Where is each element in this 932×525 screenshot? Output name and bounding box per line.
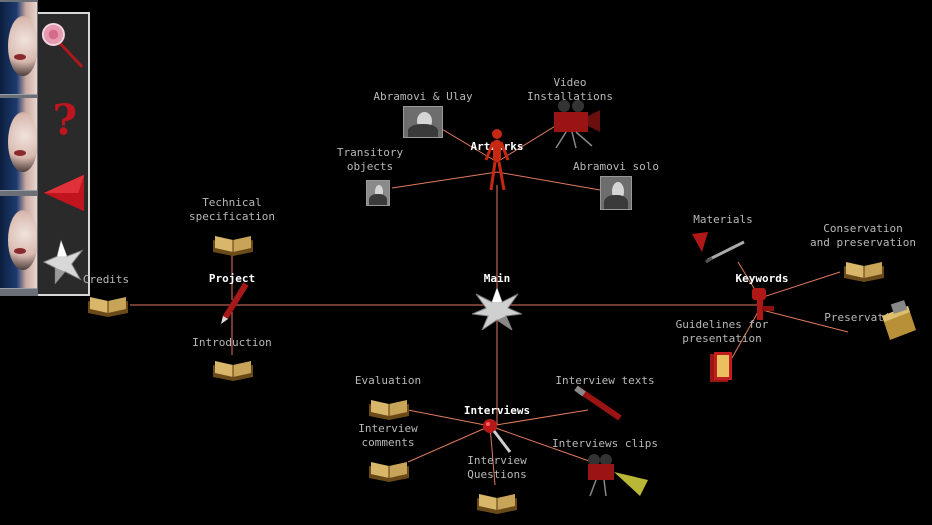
book-icon[interactable]: [211, 232, 253, 256]
label-introduction: Introduction: [192, 336, 272, 349]
book-icon[interactable]: [367, 458, 409, 482]
toolbar: ?: [38, 12, 90, 296]
label-transitory-objects: Transitory objects: [336, 146, 404, 173]
magnifier-icon[interactable]: [40, 16, 86, 74]
film-projector-icon[interactable]: [584, 452, 650, 502]
keywords-tool-icon[interactable]: [748, 286, 776, 326]
hub-label-interviews: Interviews: [463, 404, 531, 417]
pencil-icon[interactable]: [220, 282, 250, 328]
hub-label-main: Main: [483, 272, 511, 285]
label-video-installations: Video Installations: [526, 76, 614, 103]
label-credits: Credits: [82, 273, 130, 286]
portrait-strip: [0, 0, 38, 296]
book-icon[interactable]: [842, 258, 884, 282]
label-evaluation: Evaluation: [354, 374, 422, 387]
label-conservation-preservation: Conservation and preservation: [810, 222, 916, 249]
preservation-box-icon[interactable]: [878, 300, 918, 348]
transitory-objects-photo[interactable]: [366, 180, 390, 206]
label-abramovic-ulay: Abramovi & Ulay: [373, 90, 473, 103]
help-question-icon[interactable]: ?: [40, 89, 86, 147]
portrait-thumbnail: [0, 98, 37, 191]
label-materials: Materials: [693, 213, 753, 226]
figure-icon[interactable]: [484, 128, 510, 196]
label-guidelines-presentation: Guidelines for presentation: [675, 318, 769, 345]
interview-texts-pen-icon[interactable]: [572, 384, 626, 428]
guidelines-folder-icon[interactable]: [708, 350, 738, 388]
portrait-thumbnail: [0, 196, 37, 289]
abramovic-ulay-photo[interactable]: [403, 106, 443, 138]
label-interview-questions: Interview Questions: [467, 454, 527, 481]
hub-label-project: Project: [208, 272, 256, 285]
label-interviews-clips: Interviews clips: [552, 437, 658, 450]
book-icon[interactable]: [211, 357, 253, 381]
book-icon[interactable]: [475, 490, 517, 514]
home-star-icon[interactable]: [40, 234, 86, 292]
back-arrow-icon[interactable]: [40, 164, 86, 222]
label-interview-comments: Interview comments: [358, 422, 418, 449]
label-abramovic-solo: Abramovi solo: [572, 160, 660, 173]
main-star-icon[interactable]: [470, 286, 524, 334]
svg-text:?: ?: [52, 94, 77, 144]
label-interview-texts: Interview texts: [555, 374, 655, 387]
label-technical-specification: Technical specification: [188, 196, 276, 223]
hub-label-keywords: Keywords: [735, 272, 789, 285]
microphone-icon[interactable]: [480, 418, 514, 458]
book-icon[interactable]: [86, 293, 128, 317]
abramovic-solo-photo[interactable]: [600, 176, 632, 210]
portrait-thumbnail: [0, 2, 37, 95]
book-icon[interactable]: [367, 396, 409, 420]
video-camera-icon[interactable]: [546, 100, 602, 152]
materials-brush-icon[interactable]: [690, 230, 746, 268]
